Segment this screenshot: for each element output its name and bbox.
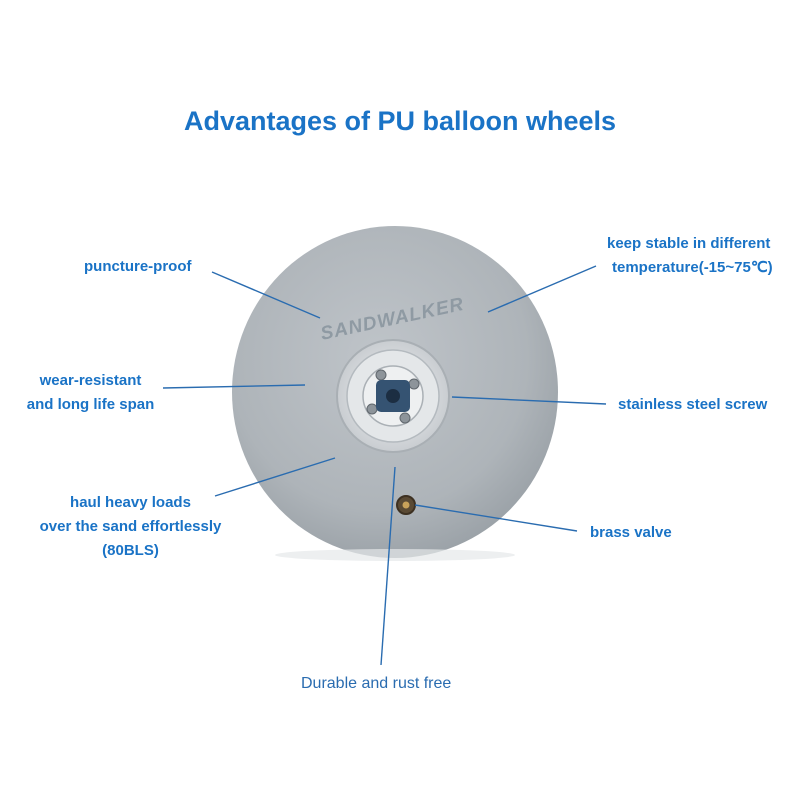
leader-line-haul: [214, 457, 336, 497]
label-haul-line1: haul heavy loads: [70, 494, 191, 511]
label-wear-resistant: wear-resistant and long life span: [18, 369, 163, 417]
label-wear-line1: wear-resistant: [39, 372, 142, 389]
wheel-shadow: [275, 549, 515, 561]
leader-line-screw: [451, 396, 607, 405]
label-keep-stable-line2: temperature(-15~75℃): [612, 259, 773, 276]
leader-line-stable: [487, 265, 597, 313]
leader-line-wear: [162, 384, 306, 389]
label-stainless-screw: stainless steel screw: [618, 396, 768, 413]
label-puncture-proof: puncture-proof: [84, 258, 192, 275]
label-haul-line3: (80BLS): [102, 542, 159, 559]
screw-head: [375, 369, 387, 381]
leader-line-valve: [414, 504, 578, 532]
screw-head: [408, 378, 420, 390]
leader-line-durable: [380, 466, 396, 666]
brass-valve-core: [402, 501, 410, 509]
leader-line-puncture: [211, 271, 321, 319]
label-haul-line2: over the sand effortlessly: [39, 518, 222, 535]
page-title: Advantages of PU balloon wheels: [183, 106, 617, 136]
label-wear-line2: and long life span: [26, 396, 155, 413]
label-keep-stable: keep stable in different temperature(-15…: [607, 232, 773, 280]
axle-hole: [386, 389, 400, 403]
label-brass-valve: brass valve: [590, 524, 672, 541]
screw-head: [399, 412, 411, 424]
screw-head: [366, 403, 378, 415]
label-durable: Durable and rust free: [301, 675, 452, 692]
label-keep-stable-line1: keep stable in different: [607, 235, 771, 252]
label-haul-heavy: haul heavy loads over the sand effortles…: [28, 491, 233, 563]
